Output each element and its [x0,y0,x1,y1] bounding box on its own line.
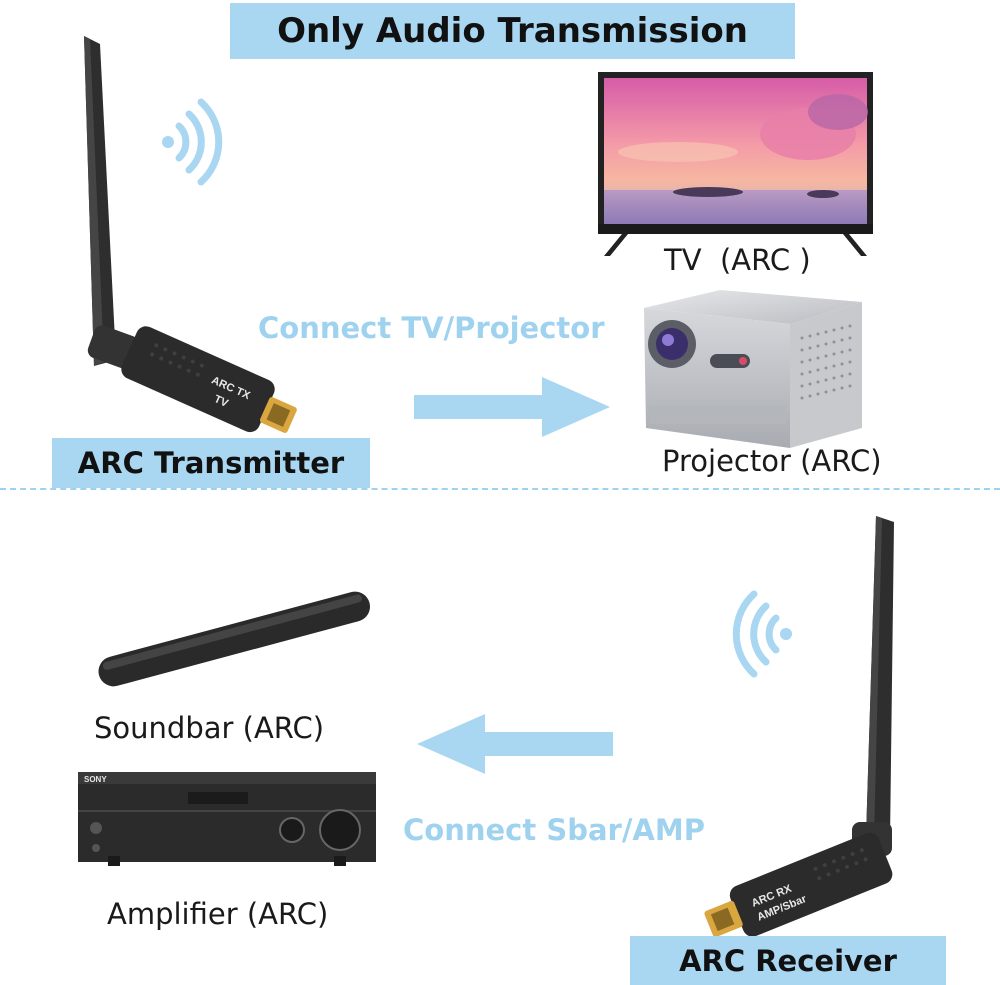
tv-image [598,72,873,256]
section-divider [0,488,1000,490]
transmitter-label-banner: ARC Transmitter [52,438,370,488]
amplifier-label: Amplifier (ARC) [107,897,329,931]
projector-label: Projector (ARC) [662,444,882,478]
arc-receiver-device: ARC RX AMP/Sbar [704,516,894,938]
tv-label: TV (ARC ) [664,243,811,277]
connect-sbar-amp-text: Connect Sbar/AMP [403,813,705,847]
receiver-label-banner: ARC Receiver [630,936,946,985]
arrow-left-icon [417,714,613,774]
transmitter-device-subtext: TV [212,393,230,410]
amplifier-brand: SONY [84,775,107,784]
arrow-right-icon [414,377,610,437]
connect-tv-projector-text: Connect TV/Projector [258,311,605,345]
projector-image [644,290,862,448]
soundbar-label: Soundbar (ARC) [94,711,325,745]
receiver-label: ARC Receiver [679,943,897,978]
page-title: Only Audio Transmission [277,11,748,51]
wireless-signal-icon [162,98,223,186]
transmitter-label: ARC Transmitter [77,446,345,480]
title-banner: Only Audio Transmission [230,3,795,59]
arc-transmitter-device: ARC TX TV [84,36,297,433]
soundbar-image [98,591,370,687]
wireless-signal-icon [732,590,792,678]
amplifier-image: SONY [78,772,376,866]
